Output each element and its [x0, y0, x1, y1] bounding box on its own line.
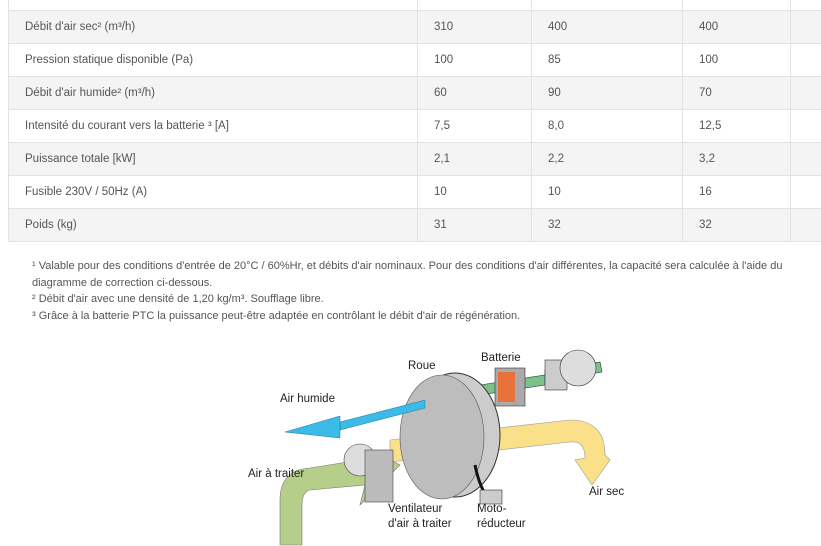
table-cell [531, 0, 683, 11]
footnote-2: ² Débit d'air avec une densité de 1,20 k… [32, 293, 324, 305]
table-cell: Poids (kg) [8, 208, 418, 242]
table-cell: 400 [681, 10, 792, 44]
table-cell: 2,2 [531, 142, 683, 176]
label-air-sec: Air sec [589, 486, 624, 498]
table-cell: 32 [681, 208, 792, 242]
table-cell [790, 109, 821, 143]
table-cell [790, 43, 821, 77]
label-air-humide: Air humide [280, 393, 335, 405]
table-cell: 12,5 [681, 109, 792, 143]
battery-heater [498, 372, 515, 402]
footnote-3: ³ Grâce à la batterie PTC la puissance p… [32, 309, 521, 322]
table-cell [790, 76, 821, 110]
label-ventilateur-1: Ventilateur [388, 503, 443, 515]
footnote-1: ¹ Valable pour des conditions d'entrée d… [32, 260, 783, 289]
table-cell: Pression statique disponible (Pa) [8, 43, 418, 77]
dehumidifier-diagram: Roue Batterie Air humide Air à traiter A… [248, 349, 624, 546]
label-air-a-traiter: Air à traiter [248, 468, 304, 480]
table-cell: 10 [531, 175, 683, 209]
gear-motor [479, 489, 503, 505]
table-cell: Fusible 230V / 50Hz (A) [8, 175, 418, 209]
table-cell: 10 [417, 175, 532, 209]
table-cell [8, 0, 418, 11]
table-cell [790, 0, 821, 11]
table-cell: Puissance totale [kW] [8, 142, 418, 176]
table-cell [790, 175, 821, 209]
table-cell [790, 208, 821, 242]
table-cell [790, 10, 821, 44]
table-cell: 32 [531, 208, 683, 242]
table-cell: Intensité du courant vers la batterie ³ … [8, 109, 418, 143]
table-cell: 85 [531, 43, 683, 77]
footnotes: ¹ Valable pour des conditions d'entrée d… [32, 258, 812, 324]
table-cell: 100 [417, 43, 532, 77]
process-fan-housing [364, 449, 394, 503]
table-cell: 60 [417, 76, 532, 110]
table-cell: 8,0 [531, 109, 683, 143]
label-roue: Roue [408, 360, 436, 372]
table-cell: 90 [531, 76, 683, 110]
table-cell [681, 0, 792, 11]
table-cell [417, 0, 532, 11]
label-batterie: Batterie [481, 352, 521, 364]
table-cell: 16 [681, 175, 792, 209]
table-cell: 7,5 [417, 109, 532, 143]
table-cell: 2,1 [417, 142, 532, 176]
table-cell: 400 [531, 10, 683, 44]
table-cell [790, 142, 821, 176]
table-row: Intensité du courant vers la batterie ³ … [8, 109, 821, 143]
label-moto-2: réducteur [477, 518, 526, 530]
table-row [8, 0, 821, 11]
table-cell: Débit d'air humide² (m³/h) [8, 76, 418, 110]
table-cell: 100 [681, 43, 792, 77]
label-ventilateur-2: d'air à traiter [388, 518, 452, 530]
table-cell: Débit d'air sec² (m³/h) [8, 10, 418, 44]
regen-fan-housing [559, 349, 597, 387]
humid-air-arrow [284, 399, 426, 439]
table-cell: 310 [417, 10, 532, 44]
desiccant-wheel [399, 374, 485, 500]
table-cell: 3,2 [681, 142, 792, 176]
table-cell: 70 [681, 76, 792, 110]
table-cell: 31 [417, 208, 532, 242]
label-moto-1: Moto- [477, 503, 507, 515]
